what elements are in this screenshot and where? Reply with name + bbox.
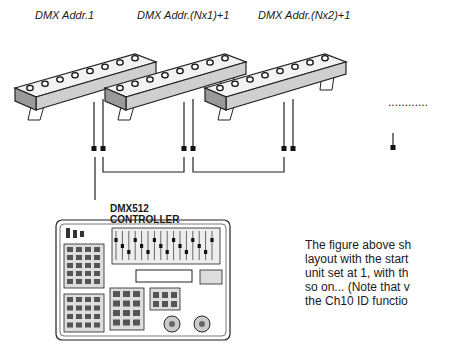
address-label: DMX Addr.(Nx2)+1 <box>258 9 350 21</box>
led-bar-fixture: DMX Addr.(Nx1)+1 <box>100 2 250 157</box>
description-text: unit set at 1, with th <box>305 266 411 280</box>
description-text: layout with the start <box>305 252 411 266</box>
plug <box>391 145 396 150</box>
description-text: so on... (Note that v <box>305 280 411 294</box>
trailing-cable <box>392 133 393 145</box>
description-text: The figure above sh <box>305 238 411 252</box>
dmx-cable <box>103 157 184 172</box>
fixture-drawing <box>200 2 350 157</box>
address-label: DMX Addr.1 <box>35 9 94 21</box>
dmx-cable <box>94 157 95 200</box>
led-bar-fixture: DMX Addr.(Nx2)+1 <box>200 2 350 157</box>
dmx-controller: DMX512 CONTROLLER <box>50 200 235 343</box>
address-label: DMX Addr.(Nx1)+1 <box>137 9 229 21</box>
description-text: the Ch10 ID functio <box>305 294 411 308</box>
dmx-cable <box>193 157 284 172</box>
continuation-dots: ............ <box>388 95 428 109</box>
fixture-drawing <box>100 2 250 157</box>
controller-label: DMX512 CONTROLLER <box>110 203 170 225</box>
